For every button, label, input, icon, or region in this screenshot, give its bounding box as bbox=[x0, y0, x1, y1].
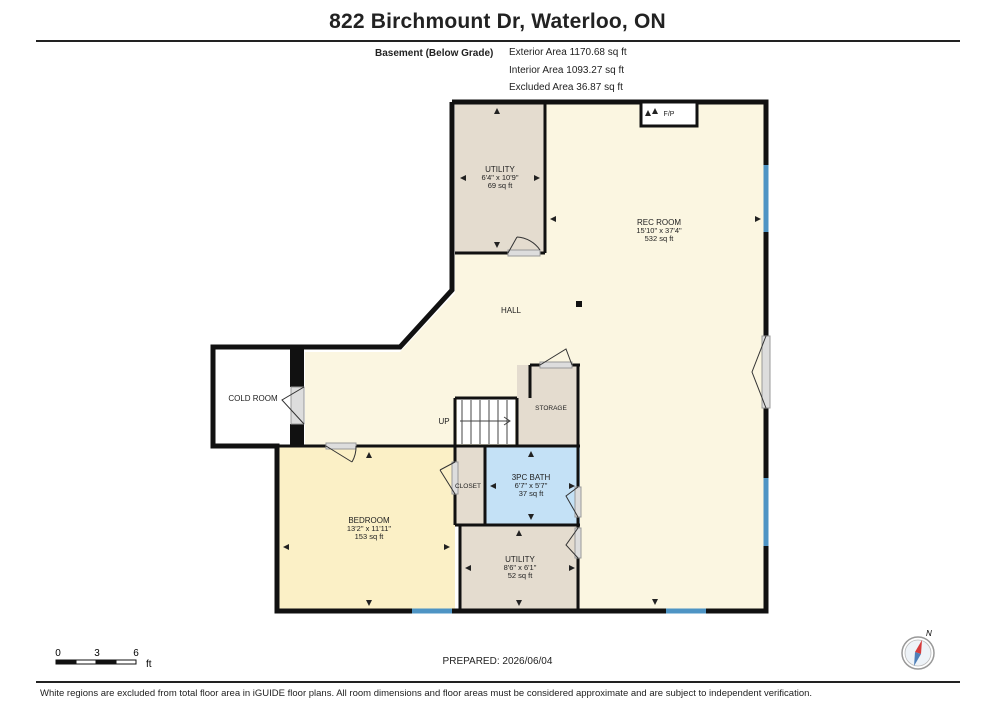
stairs-up-label: UP bbox=[438, 417, 449, 426]
dim-arrow bbox=[460, 175, 466, 181]
dim-arrow bbox=[550, 216, 556, 222]
level-name: Basement (Below Grade) bbox=[375, 48, 494, 59]
fireplace bbox=[639, 100, 699, 128]
page-title: 822 Birchmount Dr, Waterloo, ON bbox=[329, 10, 666, 33]
door-swing bbox=[439, 461, 456, 495]
closet-floor bbox=[455, 446, 485, 525]
cold-room-wall bbox=[290, 347, 304, 387]
bedroom-floor bbox=[277, 446, 455, 611]
stair-arrow-head bbox=[503, 416, 511, 426]
header-divider bbox=[36, 40, 960, 42]
dim-arrow bbox=[528, 514, 534, 520]
dim-arrow bbox=[465, 565, 471, 571]
bath-name: 3PC BATH bbox=[512, 473, 551, 482]
bedroom-dims: 13'2" x 11'11" bbox=[347, 524, 392, 533]
dim-arrow bbox=[528, 451, 534, 457]
fireplace-label: F/P bbox=[664, 111, 675, 118]
dim-arrow bbox=[534, 175, 540, 181]
door-opening bbox=[761, 335, 771, 409]
door-swing bbox=[281, 386, 305, 425]
interior-area: Interior Area 1093.27 sq ft bbox=[509, 64, 625, 76]
cold-room-wall-lower bbox=[290, 424, 304, 446]
rec-room-floor bbox=[305, 102, 766, 611]
scale-bar: 0 3 6 ft bbox=[55, 648, 152, 670]
excluded-area: Excluded Area 36.87 sq ft bbox=[509, 82, 623, 93]
rec-room-area: 532 sq ft bbox=[645, 234, 675, 243]
dim-arrow bbox=[755, 216, 761, 222]
area-summary: Exterior Area 1170.68 sq ft Interior Are… bbox=[509, 44, 627, 97]
door-swing bbox=[565, 527, 579, 559]
dim-arrow bbox=[494, 108, 500, 114]
bedroom-area: 153 sq ft bbox=[355, 532, 385, 541]
cold-room-name: COLD ROOM bbox=[228, 394, 278, 403]
dim-arrow bbox=[652, 108, 658, 114]
dim-arrow bbox=[516, 530, 522, 536]
hall-name: HALL bbox=[501, 306, 522, 315]
door-opening bbox=[539, 361, 573, 369]
door-opening bbox=[325, 442, 357, 450]
rec-room-dims: 15'10" x 37'4" bbox=[636, 226, 682, 235]
dim-arrow bbox=[490, 483, 496, 489]
cold-room-floor bbox=[213, 347, 291, 446]
rec-room-name: REC ROOM bbox=[637, 218, 681, 227]
utility-bottom-area: 52 sq ft bbox=[508, 571, 534, 580]
exterior-area: Exterior Area 1170.68 sq ft bbox=[509, 47, 627, 58]
utility-top-dims: 6'4" x 10'9" bbox=[482, 173, 519, 182]
disclaimer: White regions are excluded from total fl… bbox=[40, 688, 813, 699]
prepared-date: PREPARED: 2026/06/04 bbox=[442, 656, 553, 667]
dim-arrow bbox=[645, 110, 651, 116]
utility-top-floor bbox=[455, 102, 545, 253]
door-swing bbox=[751, 335, 767, 409]
closet-name: CLOSET bbox=[455, 483, 481, 490]
scale-tick-3: 3 bbox=[94, 648, 100, 659]
compass-north-label: N bbox=[926, 629, 932, 638]
bedroom-name: BEDROOM bbox=[348, 516, 390, 525]
scale-bar-segment bbox=[115, 659, 137, 665]
compass-icon: N bbox=[901, 629, 935, 670]
utility-bottom-name: UTILITY bbox=[505, 555, 535, 564]
dim-arrow bbox=[569, 483, 575, 489]
dim-arrow bbox=[494, 242, 500, 248]
door-swing bbox=[325, 445, 357, 463]
door-swing bbox=[539, 348, 573, 366]
bath-dims: 6'7" x 5'7" bbox=[515, 481, 548, 490]
dim-arrow bbox=[283, 544, 289, 550]
dim-arrow bbox=[569, 565, 575, 571]
storage-floor bbox=[517, 365, 577, 446]
utility-bottom-floor bbox=[460, 525, 580, 611]
dim-arrow bbox=[652, 599, 658, 605]
scale-unit: ft bbox=[146, 659, 152, 670]
storage-name: STORAGE bbox=[535, 405, 567, 412]
dim-arrow bbox=[444, 544, 450, 550]
dim-arrow bbox=[366, 452, 372, 458]
door-opening bbox=[507, 249, 541, 257]
dim-arrow bbox=[516, 600, 522, 606]
footer-divider bbox=[36, 681, 960, 683]
scale-tick-0: 0 bbox=[55, 648, 61, 659]
door-swing bbox=[565, 486, 579, 518]
bath-area: 37 sq ft bbox=[519, 489, 545, 498]
door-swing bbox=[507, 236, 541, 254]
door-opening bbox=[290, 386, 305, 425]
utility-bottom-dims: 8'6" x 6'1" bbox=[504, 563, 537, 572]
column bbox=[576, 301, 582, 307]
dim-arrow bbox=[366, 600, 372, 606]
scale-tick-6: 6 bbox=[133, 648, 139, 659]
utility-top-name: UTILITY bbox=[485, 165, 515, 174]
door-opening bbox=[574, 527, 582, 559]
utility-top-area: 69 sq ft bbox=[488, 181, 514, 190]
bath-floor bbox=[485, 446, 580, 525]
